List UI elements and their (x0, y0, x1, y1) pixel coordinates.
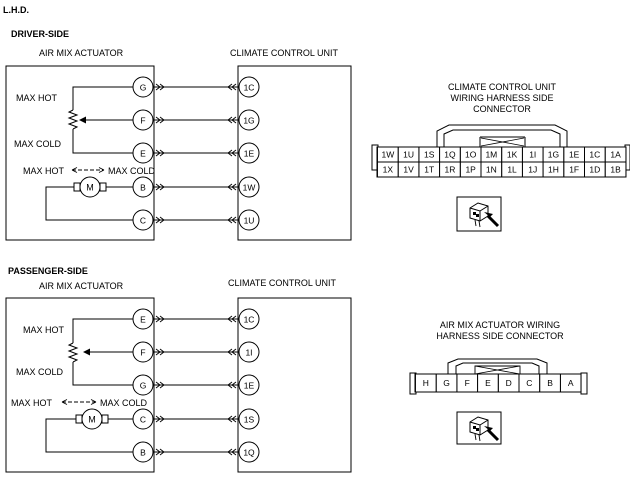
ccu-cell-label-1a: 1A (610, 150, 621, 160)
driver-act-pin-e: E (140, 149, 146, 159)
driver-unit-pin-1w: 1W (243, 183, 256, 193)
ccu-cell-label-1t: 1T (424, 165, 434, 175)
driver-unit-pin-1g: 1G (243, 116, 254, 126)
act-cell-label-h: H (423, 378, 429, 388)
passenger-unit-label: CLIMATE CONTROL UNIT (228, 278, 337, 288)
ccu-cell-label-1u: 1U (403, 150, 414, 160)
passenger-act-pin-g: G (140, 381, 147, 391)
ccu-cell-label-1x: 1X (383, 165, 394, 175)
ccu-cell-label-1q: 1Q (444, 150, 456, 160)
act-cell-label-c: C (526, 378, 532, 388)
page-title: L.H.D. (3, 5, 29, 15)
ccu-cell-label-1w: 1W (381, 150, 394, 160)
passenger-act-pin-f: F (140, 348, 145, 358)
ccu-connector-title-3: CONNECTOR (473, 104, 531, 114)
driver-wiper-arrow (79, 116, 86, 124)
driver-act-pin-c: C (140, 216, 146, 226)
driver-unit-pin-1c: 1C (244, 83, 255, 93)
passenger-wiper-arrow (83, 348, 90, 356)
act-cell-label-b: B (547, 378, 553, 388)
act-cell-label-e: E (485, 378, 491, 388)
passenger-unit-pin-1s: 1S (244, 415, 255, 425)
ccu-cell-label-1l: 1L (507, 165, 517, 175)
passenger-motor-max-hot: MAX HOT (11, 398, 53, 408)
driver-motor-max-cold: MAX COLD (108, 166, 156, 176)
ccu-cell-label-1c: 1C (589, 150, 600, 160)
driver-act-pin-f: F (140, 116, 145, 126)
passenger-act-pin-c: C (140, 415, 146, 425)
driver-unit-label: CLIMATE CONTROL UNIT (230, 48, 339, 58)
ccu-cell-label-1m: 1M (485, 150, 497, 160)
ccu-cell-label-1d: 1D (589, 165, 600, 175)
driver-section-title: DRIVER-SIDE (11, 29, 69, 39)
driver-side-diagram: DRIVER-SIDE AIR MIX ACTUATOR CLIMATE CON… (5, 29, 352, 241)
passenger-max-hot-label: MAX HOT (23, 325, 65, 335)
driver-motor-label: M (86, 183, 94, 193)
ccu-cell-label-1h: 1H (548, 165, 559, 175)
passenger-actuator-label: AIR MIX ACTUATOR (39, 281, 124, 291)
act-connector-title-1: AIR MIX ACTUATOR WIRING (440, 320, 560, 330)
passenger-harness-wires (153, 315, 239, 456)
ccu-cell-label-1g: 1G (548, 150, 559, 160)
act-cell-label-f: F (465, 378, 470, 388)
passenger-motor-max-cold: MAX COLD (100, 398, 148, 408)
passenger-unit-pin-1e: 1E (244, 381, 255, 391)
driver-act-pin-b: B (140, 183, 146, 193)
ccu-cell-label-1e: 1E (569, 150, 580, 160)
driver-max-hot-label: MAX HOT (16, 93, 58, 103)
ccu-connector-view-icon (456, 196, 502, 232)
passenger-max-cold-label: MAX COLD (16, 367, 64, 377)
ccu-cell-label-1p: 1P (465, 165, 476, 175)
ccu-cell-label-1j: 1J (528, 165, 537, 175)
ccu-cell-label-1r: 1R (445, 165, 456, 175)
ccu-cell-1b (604, 161, 627, 178)
passenger-section-title: PASSENGER-SIDE (8, 266, 88, 276)
ccu-cell-label-1v: 1V (403, 165, 414, 175)
passenger-side-diagram: PASSENGER-SIDE AIR MIX ACTUATOR CLIMATE … (5, 266, 352, 473)
driver-actuator-label: AIR MIX ACTUATOR (39, 48, 124, 58)
passenger-act-pin-b: B (140, 448, 146, 458)
passenger-unit-pin-1c: 1C (244, 315, 255, 325)
ccu-cell-label-1s: 1S (424, 150, 435, 160)
driver-motor-max-hot: MAX HOT (23, 166, 65, 176)
passenger-unit-pin-1q: 1Q (243, 448, 255, 458)
ccu-cell-label-1k: 1K (507, 150, 518, 160)
driver-harness-wires (153, 83, 239, 224)
actuator-connector-diagram: AIR MIX ACTUATOR WIRING HARNESS SIDE CON… (409, 320, 588, 445)
passenger-motor-label: M (88, 415, 96, 425)
ccu-cell-label-1o: 1O (465, 150, 477, 160)
ccu-connector-diagram: CLIMATE CONTROL UNIT WIRING HARNESS SIDE… (371, 82, 630, 232)
ccu-connector-cells: 1W 1U 1S 1Q 1O 1M 1K 1I 1G 1E 1C 1A 1X 1V 1T 1R 1P 1N 1L 1J… (377, 146, 627, 178)
ccu-cell-label-1i: 1I (529, 150, 536, 160)
ccu-cell-label-1f: 1F (569, 165, 579, 175)
driver-max-cold-label: MAX COLD (14, 139, 62, 149)
driver-act-pin-g: G (140, 83, 147, 93)
passenger-act-pin-e: E (140, 315, 146, 325)
ccu-connector-title-1: CLIMATE CONTROL UNIT (448, 82, 557, 92)
driver-unit-pin-1e: 1E (244, 149, 255, 159)
ccu-connector-title-2: WIRING HARNESS SIDE (450, 93, 553, 103)
act-connector-view-icon (456, 411, 502, 445)
driver-unit-pin-1u: 1U (244, 216, 255, 226)
passenger-potentiometer (67, 342, 79, 363)
act-cell-label-a: A (568, 378, 574, 388)
act-cell-label-g: G (443, 378, 450, 388)
ccu-cell-label-1n: 1N (486, 165, 497, 175)
act-cell-a (559, 373, 582, 393)
act-connector-title-2: HARNESS SIDE CONNECTOR (436, 331, 564, 341)
driver-potentiometer (67, 109, 79, 130)
act-cell-label-d: D (506, 378, 512, 388)
ccu-cell-label-1b: 1B (610, 165, 621, 175)
passenger-unit-pin-1i: 1I (245, 348, 252, 358)
